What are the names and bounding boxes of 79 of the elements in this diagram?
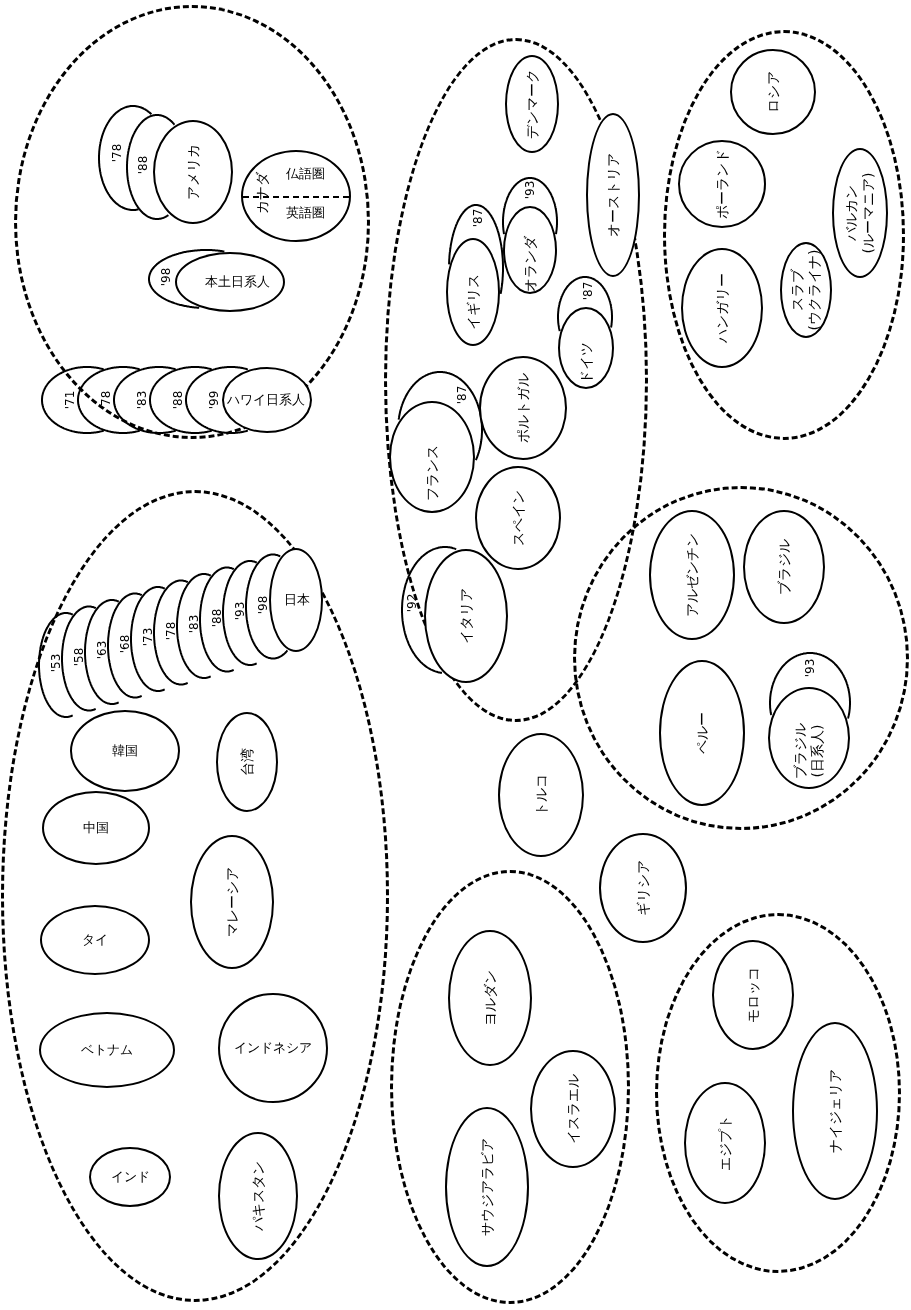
- year-label: '87: [470, 208, 486, 228]
- year-label: '98: [255, 595, 271, 614]
- country-label: インド: [110, 1169, 150, 1185]
- country-ellipse: [269, 548, 323, 652]
- country-ellipse: [503, 206, 557, 294]
- year-label: '53: [48, 653, 64, 673]
- year-label: '98: [158, 267, 174, 287]
- year-label: '99: [206, 390, 222, 410]
- year-label: '93: [522, 180, 538, 200]
- country-label: 中国: [83, 820, 109, 836]
- group-ellipse: [384, 38, 648, 722]
- year-label: '78: [163, 621, 179, 640]
- country-label: スラブ(ウクライナ): [789, 249, 823, 331]
- country-label: ドイツ: [577, 342, 595, 384]
- country-label: 仏語圏: [285, 166, 325, 182]
- country-label: インドネシア: [234, 1040, 312, 1056]
- group-ellipse: [14, 5, 370, 439]
- country-label: フランス: [423, 445, 441, 501]
- country-label: マレーシア: [223, 867, 241, 937]
- year-label: '87: [580, 281, 596, 301]
- country-label: ベトナム: [81, 1042, 133, 1058]
- country-label: アルゼンチン: [683, 533, 701, 617]
- country-label: バルカン(ルーマニア): [843, 172, 877, 254]
- year-label: '88: [209, 608, 225, 627]
- year-label: '73: [140, 627, 156, 647]
- country-label: ポルトガル: [514, 373, 532, 443]
- country-label: ハンガリー: [713, 273, 731, 343]
- country-label: オランダ: [521, 236, 539, 292]
- country-label: イギリス: [464, 274, 482, 330]
- country-label: オーストリア: [604, 153, 622, 237]
- country-ellipse: [768, 687, 850, 789]
- year-label: '93: [232, 601, 248, 621]
- country-label: ブラジル(日系人): [792, 723, 826, 779]
- country-ellipse: [446, 238, 500, 346]
- country-label: デンマーク: [523, 69, 541, 139]
- country-label: 英語圏: [285, 205, 325, 221]
- country-label: ヨルダン: [481, 970, 499, 1026]
- country-ellipse: [175, 252, 285, 312]
- country-label: ハワイ日系人: [227, 392, 305, 408]
- year-label: '83: [186, 614, 202, 634]
- country-ellipse: [558, 307, 614, 389]
- country-label: スペイン: [509, 490, 527, 546]
- country-label: モロッコ: [744, 967, 762, 1023]
- group-ellipse: [573, 486, 909, 830]
- group-ellipse: [655, 913, 901, 1273]
- country-label: トルコ: [532, 774, 550, 816]
- country-label: ポーランド: [713, 149, 731, 219]
- year-label: '63: [94, 640, 110, 660]
- country-label: 韓国: [112, 743, 138, 759]
- country-label: ロシア: [764, 71, 782, 113]
- country-ellipse: [222, 367, 312, 433]
- year-label: '78: [109, 143, 125, 163]
- group-ellipse: [390, 870, 630, 1304]
- year-label: '58: [71, 647, 87, 666]
- year-label: '87: [454, 385, 470, 405]
- country-label: アメリカ: [184, 144, 202, 200]
- year-label: '88: [170, 390, 186, 410]
- year-label: '68: [117, 634, 133, 653]
- country-label: ギリシア: [634, 860, 652, 916]
- country-label: イスラエル: [564, 1074, 582, 1144]
- country-label: 本土日系人: [204, 274, 270, 290]
- country-label: ペルー: [693, 712, 711, 754]
- country-label: 日本: [284, 592, 310, 608]
- country-ellipse: [586, 113, 640, 277]
- year-label: '71: [62, 390, 78, 410]
- group-ellipse: [1, 490, 389, 1302]
- year-label: '88: [135, 155, 151, 175]
- group-ellipse: [663, 30, 905, 440]
- year-label: '83: [134, 390, 150, 410]
- country-ellipse: [505, 55, 559, 153]
- country-label: サウジアラビア: [478, 1138, 496, 1236]
- country-label: ナイジェリア: [826, 1069, 844, 1153]
- year-label: '93: [802, 658, 818, 678]
- country-label: ブラジル: [775, 539, 793, 595]
- country-label: エジプト: [716, 1115, 734, 1171]
- country-label: パキスタン: [249, 1161, 267, 1231]
- country-label: タイ: [82, 932, 108, 948]
- country-label: 台湾: [238, 748, 256, 776]
- country-label: イタリア: [457, 588, 475, 644]
